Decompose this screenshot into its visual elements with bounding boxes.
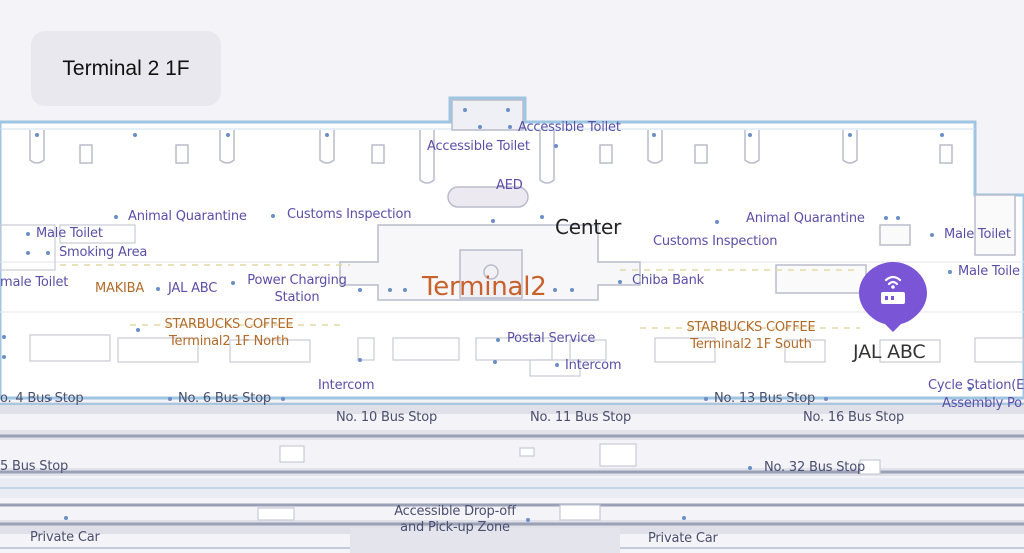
road-lanes [0,402,1024,553]
walkway-dashes [60,264,860,329]
floor-selector-button[interactable]: Terminal 2 1F [31,31,221,106]
label-line: Terminal2 1F North [169,334,289,349]
label-line: Accessible Drop-off [394,504,516,519]
label-private-car-east[interactable]: Private Car [648,531,718,546]
poi-dots [2,108,972,522]
label-female-toilet[interactable]: male Toilet [0,275,69,290]
label-center[interactable]: Center [555,215,622,239]
label-line: STARBUCKS COFFEE [686,320,816,335]
floor-label: Terminal 2 1F [62,56,190,80]
label-smoking-area[interactable]: Smoking Area [59,245,148,260]
label-cycle-station[interactable]: Cycle Station(E [928,378,1024,393]
label-bus-stop-32[interactable]: No. 32 Bus Stop [764,460,866,475]
label-makiba[interactable]: MAKIBA [95,281,145,296]
label-private-car-west[interactable]: Private Car [30,530,100,545]
label-intercom-east[interactable]: Intercom [565,358,622,373]
boarding-gates [29,130,953,184]
label-chiba-bank[interactable]: Chiba Bank [632,273,704,288]
label-jal-abc-pin[interactable]: JAL ABC [853,341,926,363]
label-aed[interactable]: AED [496,178,523,193]
label-male-toilet-east[interactable]: Male Toilet [944,227,1011,242]
label-jal-abc-shop[interactable]: JAL ABC [168,281,218,296]
label-bus-stop-4[interactable]: o. 4 Bus Stop [0,391,84,406]
label-accessible-toilet[interactable]: Accessible Toilet [518,120,621,135]
label-power-charging-station[interactable]: Power Charging Station [240,273,354,305]
label-accessible-toilet[interactable]: Accessible Toilet [427,139,530,154]
label-animal-quarantine-east[interactable]: Animal Quarantine [746,211,865,226]
label-starbucks-south[interactable]: STARBUCKS COFFEE Terminal2 1F South [682,320,820,352]
location-pin[interactable] [857,260,929,336]
label-customs-inspection-west[interactable]: Customs Inspection [287,207,412,222]
label-animal-quarantine-west[interactable]: Animal Quarantine [128,209,247,224]
label-starbucks-north[interactable]: STARBUCKS COFFEE Terminal2 1F North [160,317,298,349]
central-core [339,99,1016,301]
label-bus-stop-16[interactable]: No. 16 Bus Stop [803,410,905,425]
label-line: Power Charging [247,273,347,288]
label-customs-inspection-east[interactable]: Customs Inspection [653,234,778,249]
label-terminal2[interactable]: Terminal2 [422,272,547,302]
shop-outlines [0,224,1024,377]
label-bus-stop-11[interactable]: No. 11 Bus Stop [530,410,632,425]
label-bus-stop-5[interactable]: 5 Bus Stop [0,459,69,474]
label-line: and Pick-up Zone [400,520,510,535]
label-male-toilet-east[interactable]: Male Toile [958,264,1020,279]
label-postal-service[interactable]: Postal Service [507,331,596,346]
shelters [257,443,881,521]
label-male-toilet-west[interactable]: Male Toilet [36,226,103,241]
router-icon [884,275,902,286]
label-line: Terminal2 1F South [690,337,812,352]
label-line: Station [274,290,320,305]
label-bus-stop-10[interactable]: No. 10 Bus Stop [336,410,438,425]
label-assembly-point[interactable]: Assembly Po [942,396,1022,411]
label-bus-stop-6[interactable]: No. 6 Bus Stop [178,391,271,406]
label-accessible-dropoff[interactable]: Accessible Drop-off and Pick-up Zone [380,504,530,535]
label-bus-stop-13[interactable]: No. 13 Bus Stop [714,391,816,406]
label-line: STARBUCKS COFFEE [164,317,294,332]
label-intercom-west[interactable]: Intercom [318,378,375,393]
